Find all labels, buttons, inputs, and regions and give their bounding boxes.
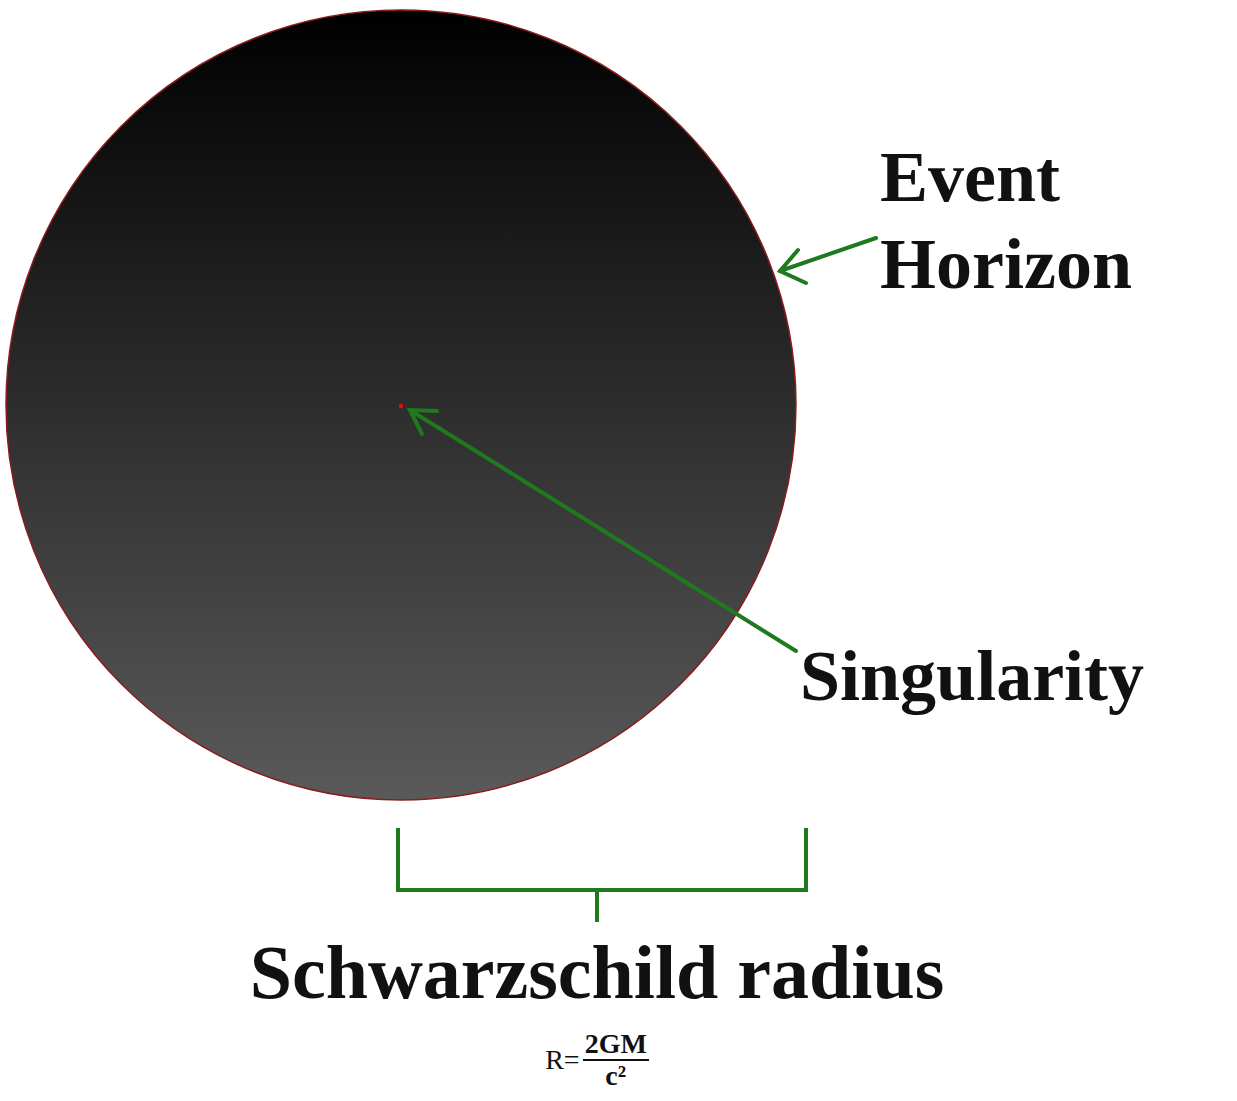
horizon-arrowhead <box>780 250 806 283</box>
radius-bracket <box>398 828 806 922</box>
singularity-point <box>399 404 403 408</box>
singularity-label: Singularity <box>800 640 1144 712</box>
event-horizon-sphere <box>6 10 796 800</box>
formula-lhs: R= <box>545 1046 579 1074</box>
schwarzschild-formula: R=2GMc² <box>545 1030 649 1090</box>
singularity-arrowhead <box>410 410 437 434</box>
formula-denominator: c² <box>605 1061 626 1090</box>
leader-arrows <box>410 238 876 651</box>
singularity-leader <box>410 410 796 651</box>
formula-numerator: 2GM <box>583 1030 649 1061</box>
formula-fraction: 2GMc² <box>583 1030 649 1090</box>
horizon-label: Event Horizon <box>880 134 1220 308</box>
radius-label: Schwarzschild radius <box>250 934 945 1010</box>
